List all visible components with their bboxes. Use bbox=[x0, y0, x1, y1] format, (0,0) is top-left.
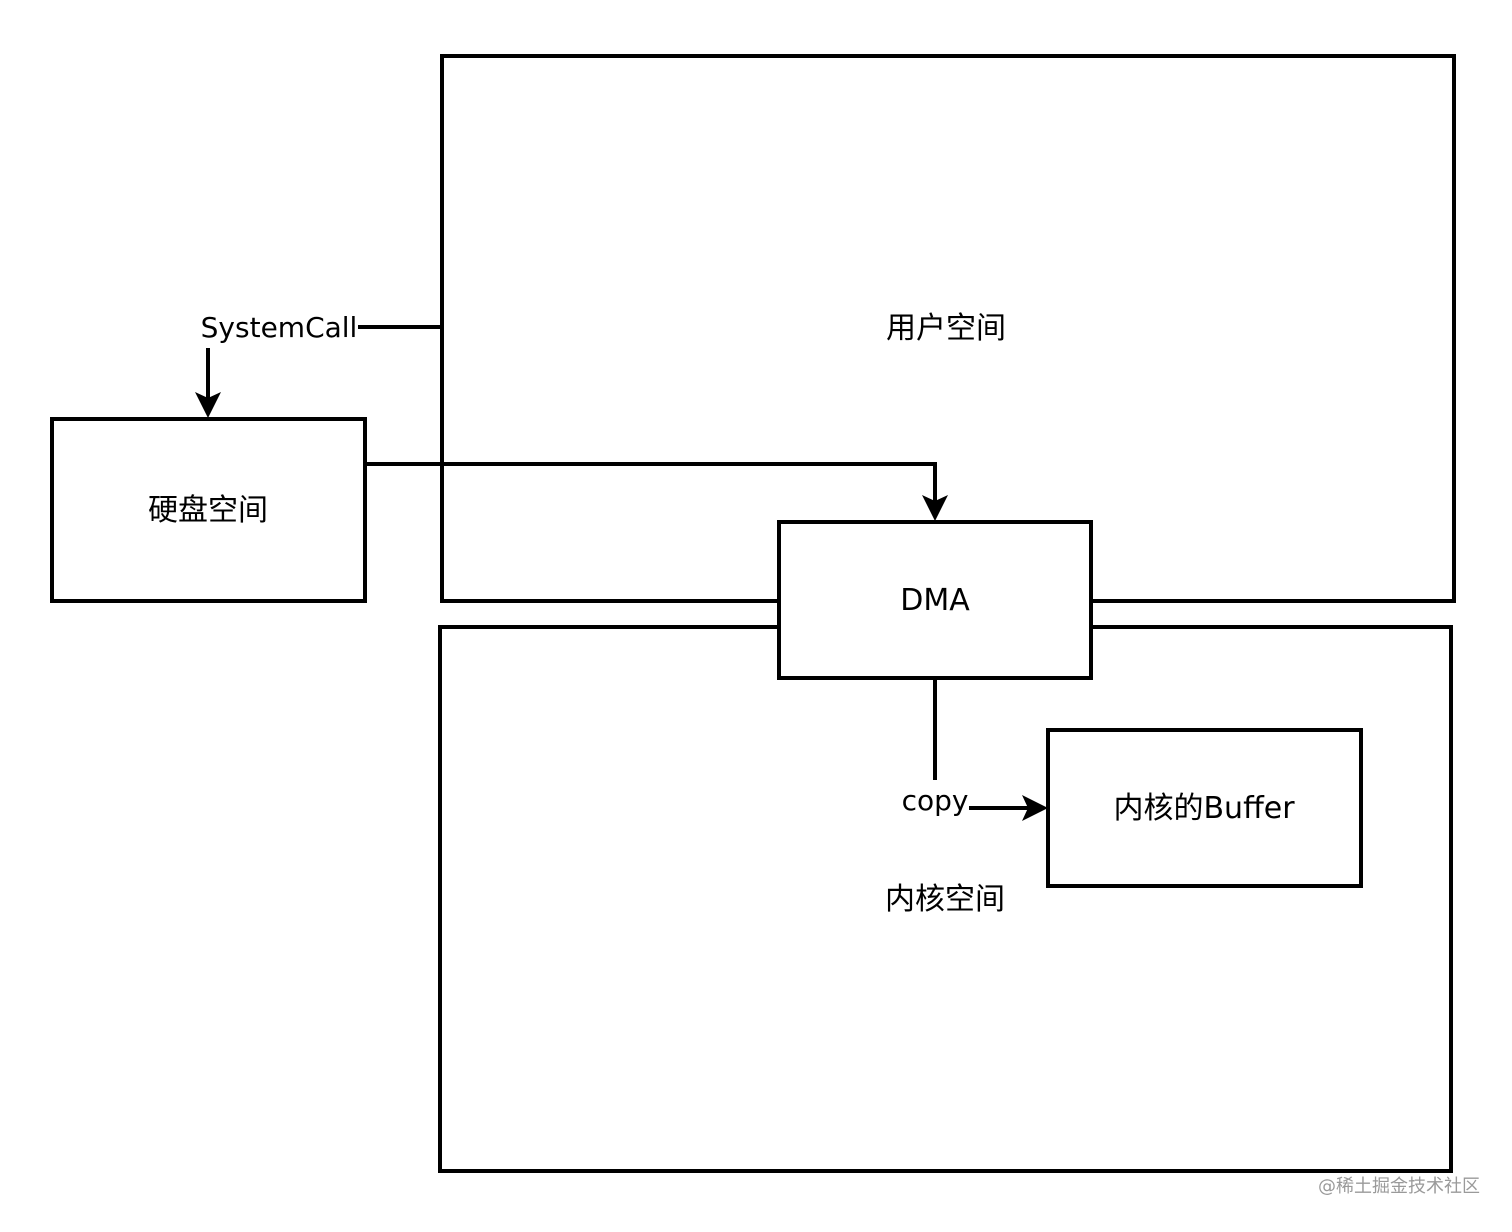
user-space-box bbox=[440, 54, 1456, 603]
kernel-space-box bbox=[438, 625, 1453, 1173]
disk-to-dma-arrowhead bbox=[922, 495, 948, 521]
user-space-label: 用户空间 bbox=[886, 311, 1006, 346]
systemcall-label: SystemCall bbox=[201, 311, 358, 344]
dma-label: DMA bbox=[900, 583, 970, 618]
copy-arrowhead bbox=[1022, 795, 1048, 821]
copy-label: copy bbox=[902, 784, 969, 817]
disk-to-dma-connector bbox=[365, 462, 937, 515]
disk-space-label: 硬盘空间 bbox=[148, 493, 268, 528]
kernel-buffer-label: 内核的Buffer bbox=[1113, 791, 1295, 826]
kernel-buffer-box bbox=[1046, 728, 1363, 888]
systemcall-arrowhead bbox=[195, 392, 221, 418]
dma-box bbox=[777, 520, 1093, 680]
kernel-space-label: 内核空间 bbox=[885, 882, 1005, 917]
disk-space-box bbox=[50, 417, 367, 603]
watermark-text: @稀土掘金技术社区 bbox=[1318, 1176, 1480, 1197]
